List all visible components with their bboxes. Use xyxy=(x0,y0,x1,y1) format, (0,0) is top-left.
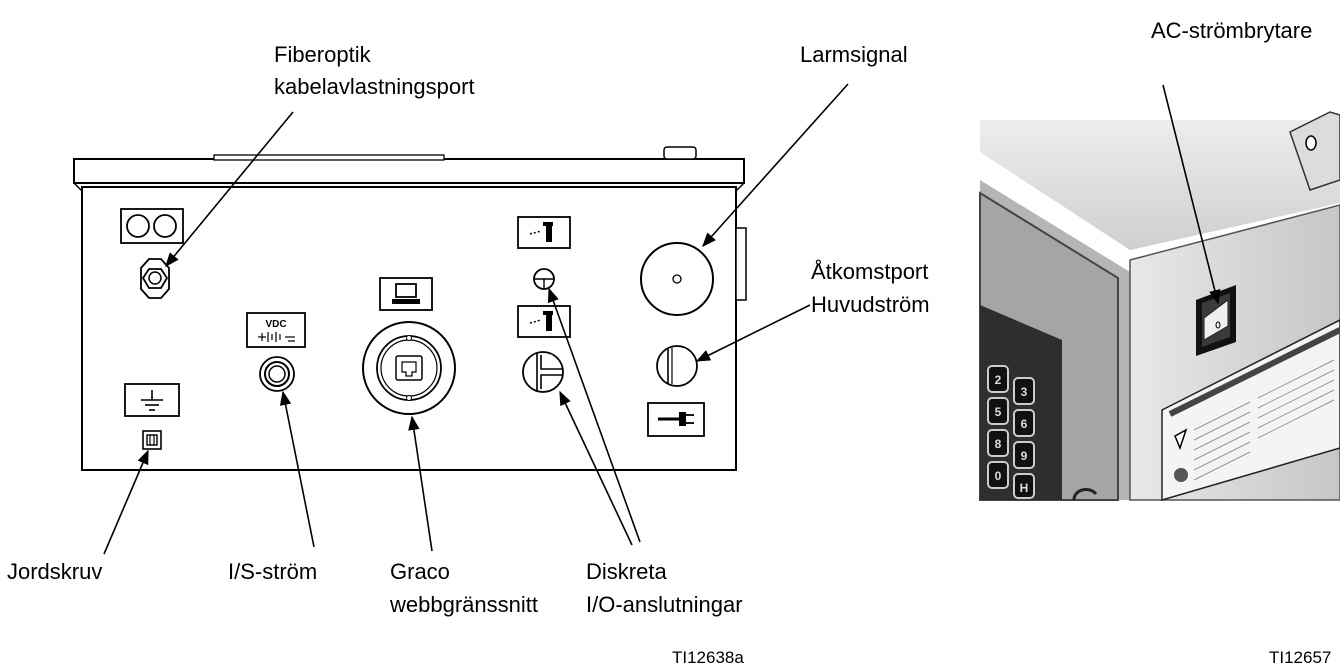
svg-text:8: 8 xyxy=(995,437,1002,451)
computer-icon-plate xyxy=(379,277,433,311)
label-ac-switch: AC-strömbrytare xyxy=(1151,18,1313,43)
leader-io-power xyxy=(279,390,315,548)
leader-lines xyxy=(103,83,1221,555)
control-box: VDC xyxy=(73,146,747,471)
leader-io-bottom xyxy=(559,390,633,546)
power-plug-plate xyxy=(647,402,705,437)
ground-screw xyxy=(142,430,162,450)
leader-ground xyxy=(103,449,149,555)
svg-text:2: 2 xyxy=(995,373,1002,387)
io-connector-large xyxy=(522,351,564,393)
svg-text:H: H xyxy=(1020,481,1029,495)
label-discrete-io-1: Diskreta xyxy=(586,559,667,584)
graco-web-connector xyxy=(362,321,456,415)
leader-io-top xyxy=(547,287,641,543)
computer-icon xyxy=(395,283,417,298)
leader-ac-switch xyxy=(1162,84,1221,305)
ground-symbol-plate xyxy=(124,383,180,417)
label-fiber-optic-2: kabelavlastningsport xyxy=(274,74,475,99)
leader-fiber-optic xyxy=(165,111,294,268)
label-graco-web-1: Graco xyxy=(390,559,450,584)
label-graco-web-2: webbgränssnitt xyxy=(390,592,538,617)
warning-label xyxy=(1161,319,1340,502)
svg-text:5: 5 xyxy=(995,405,1002,419)
label-discrete-io-2: I/O-anslutningar xyxy=(586,592,743,617)
keypad xyxy=(987,365,1035,499)
figure-ref-right: TI12657 xyxy=(1269,648,1332,667)
access-port xyxy=(656,345,698,387)
svg-text:3: 3 xyxy=(1021,385,1028,399)
svg-text:9: 9 xyxy=(1021,449,1028,463)
io-connector-small xyxy=(533,268,555,290)
figure-ref-left: TI12638a xyxy=(672,648,744,667)
svg-text:6: 6 xyxy=(1021,417,1028,431)
io-plate-top xyxy=(517,216,571,249)
label-ground-screw: Jordskruv xyxy=(7,559,103,584)
alarm-buzzer xyxy=(640,242,714,316)
leader-access-port xyxy=(695,304,811,362)
vdc-plate: VDC xyxy=(246,312,306,348)
vdc-text: VDC xyxy=(265,319,286,330)
io-power-connector xyxy=(259,356,295,392)
ac-switch xyxy=(1196,285,1236,356)
io-plate-bottom xyxy=(517,305,571,338)
box-lid xyxy=(73,158,745,184)
label-io-power: I/S-ström xyxy=(228,559,318,584)
label-alarm-signal: Larmsignal xyxy=(800,42,908,67)
label-fiber-optic-1: Fiberoptik xyxy=(274,42,371,67)
enclosure-photo: 2 3 5 6 8 9 0H xyxy=(979,111,1340,502)
label-access-port-2: Huvudström xyxy=(811,292,930,317)
leader-graco-web xyxy=(408,415,433,552)
leader-alarm xyxy=(702,83,849,248)
label-access-port-1: Åtkomstport xyxy=(811,259,929,284)
fiber-optic-port xyxy=(140,258,170,299)
svg-text:0: 0 xyxy=(995,469,1002,483)
